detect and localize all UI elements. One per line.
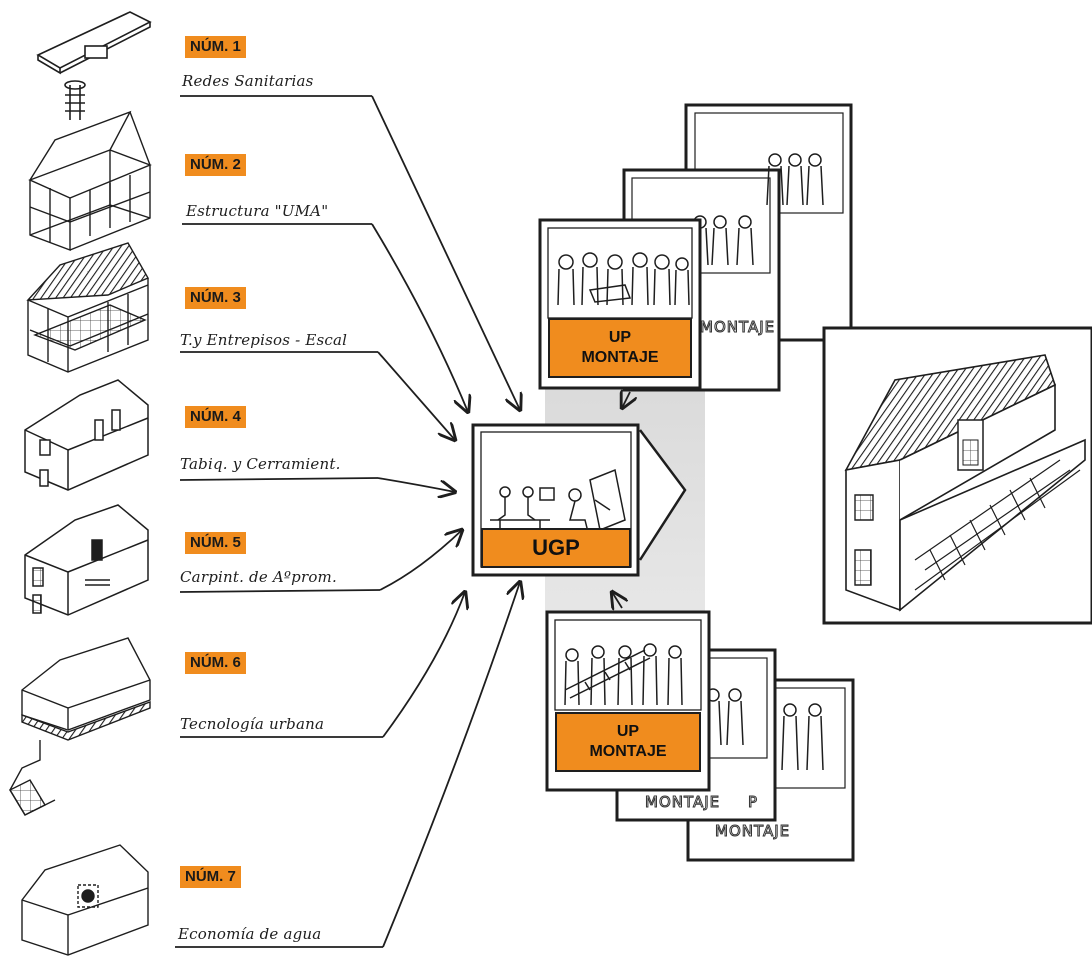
num-badge-4: NÚM. 4 xyxy=(185,406,246,428)
input-label-4: Tabiq. y Cerramient. xyxy=(180,455,341,473)
ugp-label-box: UGP xyxy=(481,528,631,568)
up-label-bottom-line1: UP xyxy=(617,722,639,742)
input-label-7: Economía de agua xyxy=(178,925,321,943)
num-badge-6: NÚM. 6 xyxy=(185,652,246,674)
num-badge-3: NÚM. 3 xyxy=(185,287,246,309)
num-badge-5: NÚM. 5 xyxy=(185,532,246,554)
icon-walls xyxy=(25,380,148,490)
label-underlines xyxy=(175,96,383,947)
icon-urban-technology xyxy=(10,638,150,815)
up-label-top-line2: MONTAJE xyxy=(581,348,658,368)
up-label-top-line1: UP xyxy=(609,328,631,348)
finished-house-illustration xyxy=(824,328,1092,623)
up-label-box-top: UP MONTAJE xyxy=(548,318,692,378)
num-badge-1: NÚM. 1 xyxy=(185,36,246,58)
up-back-label-bottom-1: MONTAJE xyxy=(645,793,720,811)
up-back-label-bottom-2: MONTAJE xyxy=(715,822,790,840)
icon-sanitary-network xyxy=(38,12,150,120)
ugp-label: UGP xyxy=(532,535,580,561)
input-label-2: Estructura "UMA" xyxy=(186,202,328,220)
up-back-label-top: MONTAJE xyxy=(700,318,775,336)
input-label-5: Carpint. de Aºprom. xyxy=(180,568,337,586)
icon-floors-roof xyxy=(28,243,148,372)
num-badge-2: NÚM. 2 xyxy=(185,154,246,176)
input-label-1: Redes Sanitarias xyxy=(182,72,314,90)
input-label-3: T.y Entrepisos - Escal xyxy=(180,331,347,349)
input-label-6: Tecnología urbana xyxy=(180,715,324,733)
up-label-box-bottom: UP MONTAJE xyxy=(555,712,701,772)
up-back-label-bottom-p: P xyxy=(748,793,758,811)
icon-structure-frame xyxy=(30,112,150,250)
num-badge-7: NÚM. 7 xyxy=(180,866,241,888)
icon-water-economy xyxy=(22,845,148,955)
icon-carpentry xyxy=(25,505,148,615)
up-label-bottom-line2: MONTAJE xyxy=(589,742,666,762)
